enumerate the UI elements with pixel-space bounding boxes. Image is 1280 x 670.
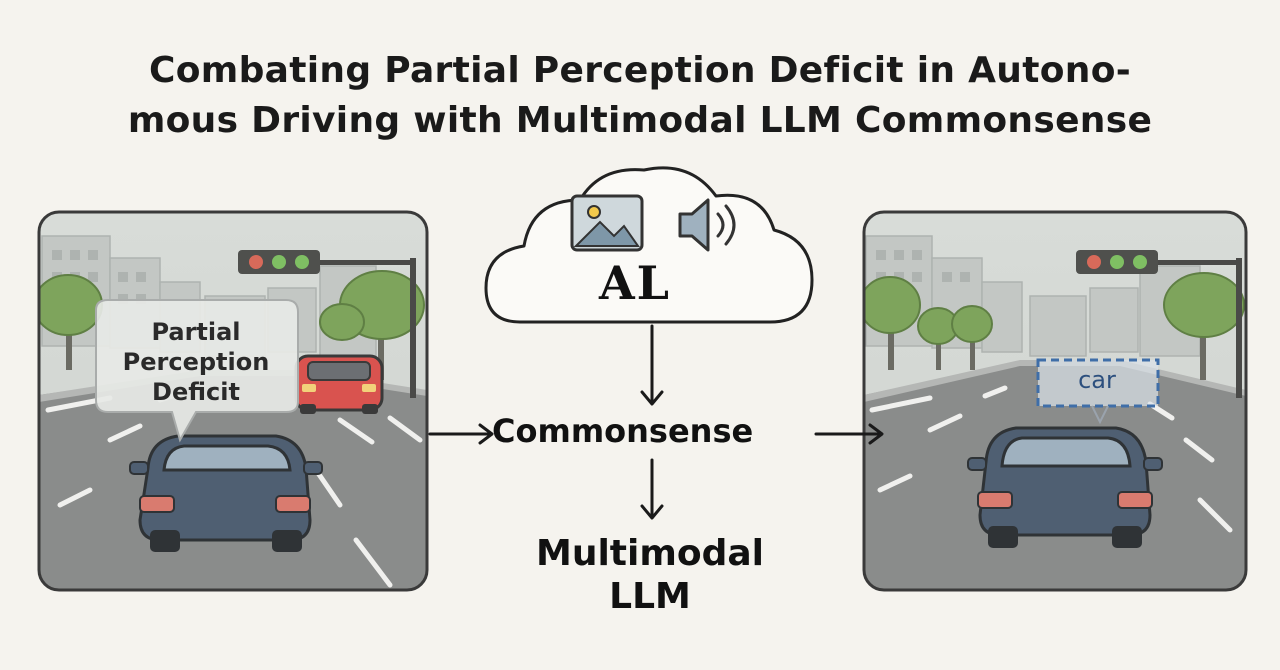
multimodal-llm-label-line-1: Multimodal [536,533,764,574]
page-title-line-1: Combating Partial Perception Deficit in … [149,50,1131,91]
left-panel-to-commonsense-arrow [428,423,494,445]
ego-car [129,434,323,552]
modality-cloud [484,166,814,324]
car-detection-box [1036,358,1160,425]
bubble-text-line: Partial [151,318,241,346]
tree [864,276,921,370]
traffic-light [238,250,416,398]
traffic-light [1076,250,1242,398]
lane-markings [869,385,1233,533]
commonsense-to-right-panel-arrow [814,423,884,445]
commonsense-label: Commonsense [492,412,754,450]
tree [1163,272,1245,380]
detection-label: car [1078,366,1116,394]
bubble-text-line: Deficit [152,378,240,406]
speaker-icon [678,198,736,252]
page-title-line-2: mous Driving with Multimodal LLM Commons… [127,100,1153,141]
multimodal-llm-label-line-2: LLM [609,576,691,617]
cloud-label: AL [598,256,672,310]
left-scene-panel [37,210,429,592]
ego-car [967,426,1163,548]
perception-deficit-bubble [95,299,299,443]
lead-car [294,354,384,414]
image-icon [570,194,644,252]
right-scene-panel [862,210,1248,592]
tree [319,270,425,380]
cloud-to-commonsense-arrow [640,324,664,406]
tree [917,305,993,370]
bubble-text-line: Perception [122,348,270,376]
commonsense-to-llm-arrow [640,458,664,520]
